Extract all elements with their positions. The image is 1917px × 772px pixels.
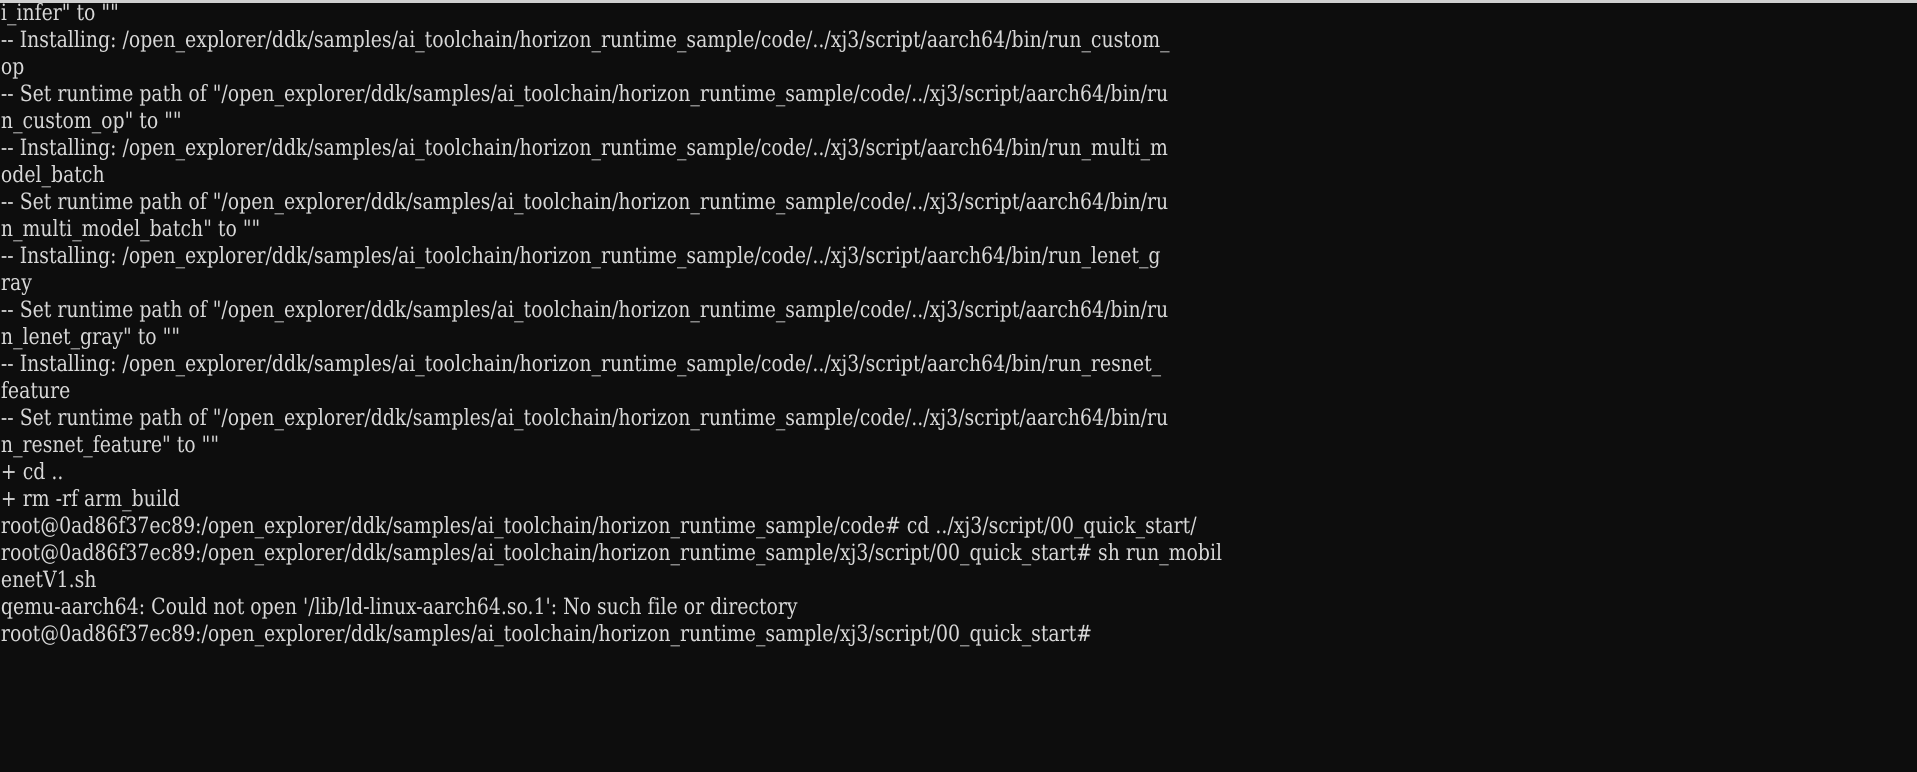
terminal-line: root@0ad86f37ec89:/open_explorer/ddk/sam…: [0, 513, 1197, 539]
terminal-line: qemu-aarch64: Could not open '/lib/ld-li…: [0, 594, 798, 620]
terminal-line: op: [0, 54, 25, 80]
terminal-line: -- Set runtime path of "/open_explorer/d…: [0, 405, 1169, 431]
terminal-line: odel_batch: [0, 162, 105, 188]
terminal-line: n_resnet_feature" to "": [0, 432, 220, 458]
terminal-line: root@0ad86f37ec89:/open_explorer/ddk/sam…: [0, 621, 1093, 647]
terminal-line: root@0ad86f37ec89:/open_explorer/ddk/sam…: [0, 540, 1223, 566]
terminal-line: ray: [0, 270, 32, 296]
terminal-line: feature: [0, 378, 71, 404]
terminal-line: n_lenet_gray" to "": [0, 324, 181, 350]
terminal-line: -- Installing: /open_explorer/ddk/sample…: [0, 27, 1170, 53]
terminal-line: + cd ..: [0, 459, 64, 485]
window-top-edge: [0, 0, 1917, 3]
terminal-output-pane[interactable]: i_infer" to ""-- Installing: /open_explo…: [0, 3, 1917, 772]
terminal-line: n_multi_model_batch" to "": [0, 216, 261, 242]
terminal-line: -- Installing: /open_explorer/ddk/sample…: [0, 135, 1168, 161]
terminal-line: -- Installing: /open_explorer/ddk/sample…: [0, 351, 1162, 377]
terminal-line: enetV1.sh: [0, 567, 97, 593]
terminal-line: i_infer" to "": [0, 3, 119, 26]
terminal-line: -- Installing: /open_explorer/ddk/sample…: [0, 243, 1161, 269]
terminal-line: n_custom_op" to "": [0, 108, 182, 134]
terminal-line: -- Set runtime path of "/open_explorer/d…: [0, 297, 1169, 323]
terminal-line: -- Set runtime path of "/open_explorer/d…: [0, 81, 1169, 107]
terminal-line: -- Set runtime path of "/open_explorer/d…: [0, 189, 1169, 215]
terminal-line: + rm -rf arm_build: [0, 486, 180, 512]
